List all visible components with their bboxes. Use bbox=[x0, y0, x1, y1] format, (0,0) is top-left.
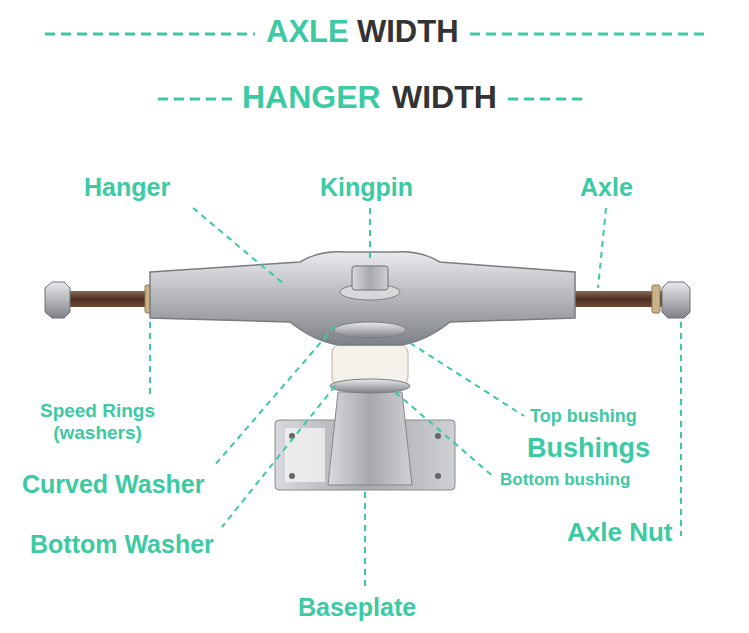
hanger-shape bbox=[150, 252, 575, 345]
dimension-label: WIDTH bbox=[392, 79, 497, 116]
dimension-label: AXLE bbox=[266, 14, 349, 50]
leader-line bbox=[149, 322, 151, 397]
leader-lines bbox=[150, 208, 681, 588]
curved-washer-shape bbox=[334, 322, 406, 338]
leader-line bbox=[598, 208, 606, 288]
axle-rod bbox=[58, 291, 153, 307]
leader-line bbox=[410, 343, 524, 416]
leader-line bbox=[214, 326, 335, 466]
dimension-label: WIDTH bbox=[357, 14, 459, 50]
part-label: Bottom Washer bbox=[30, 530, 214, 559]
bottom-washer-shape bbox=[330, 379, 410, 393]
part-label: Top bushing bbox=[530, 406, 637, 427]
dimension-label: HANGER bbox=[242, 79, 381, 116]
part-label: Baseplate bbox=[298, 593, 416, 622]
leader-line bbox=[222, 386, 335, 527]
hanger-width-dash bbox=[158, 98, 232, 101]
leader-line bbox=[364, 492, 366, 588]
part-label: Curved Washer bbox=[22, 470, 204, 499]
mount-hole bbox=[435, 433, 441, 439]
part-label: Axle Nut bbox=[567, 518, 672, 548]
axle-width-dash bbox=[45, 33, 255, 36]
hanger-width-dash bbox=[508, 98, 585, 101]
leader-line bbox=[193, 208, 285, 285]
speed-ring bbox=[652, 285, 660, 313]
axle-nut-shape bbox=[662, 282, 690, 318]
part-label: Speed Rings (washers) bbox=[20, 400, 175, 444]
leader-line bbox=[680, 322, 682, 536]
axle-width-dash bbox=[470, 33, 705, 36]
part-label: Axle bbox=[580, 173, 633, 202]
leader-line bbox=[395, 392, 495, 478]
axle-nut-shape bbox=[45, 282, 70, 318]
baseplate-highlight bbox=[285, 428, 325, 482]
part-label: Kingpin bbox=[320, 173, 413, 202]
baseplate-pillar bbox=[328, 392, 412, 485]
kingpin-nut bbox=[352, 266, 388, 290]
part-label: Bushings bbox=[527, 433, 650, 464]
mount-hole bbox=[435, 473, 441, 479]
part-label: Hanger bbox=[84, 173, 170, 202]
leader-line bbox=[369, 208, 371, 262]
mount-hole bbox=[289, 473, 295, 479]
part-label: Bottom bushing bbox=[500, 470, 630, 490]
